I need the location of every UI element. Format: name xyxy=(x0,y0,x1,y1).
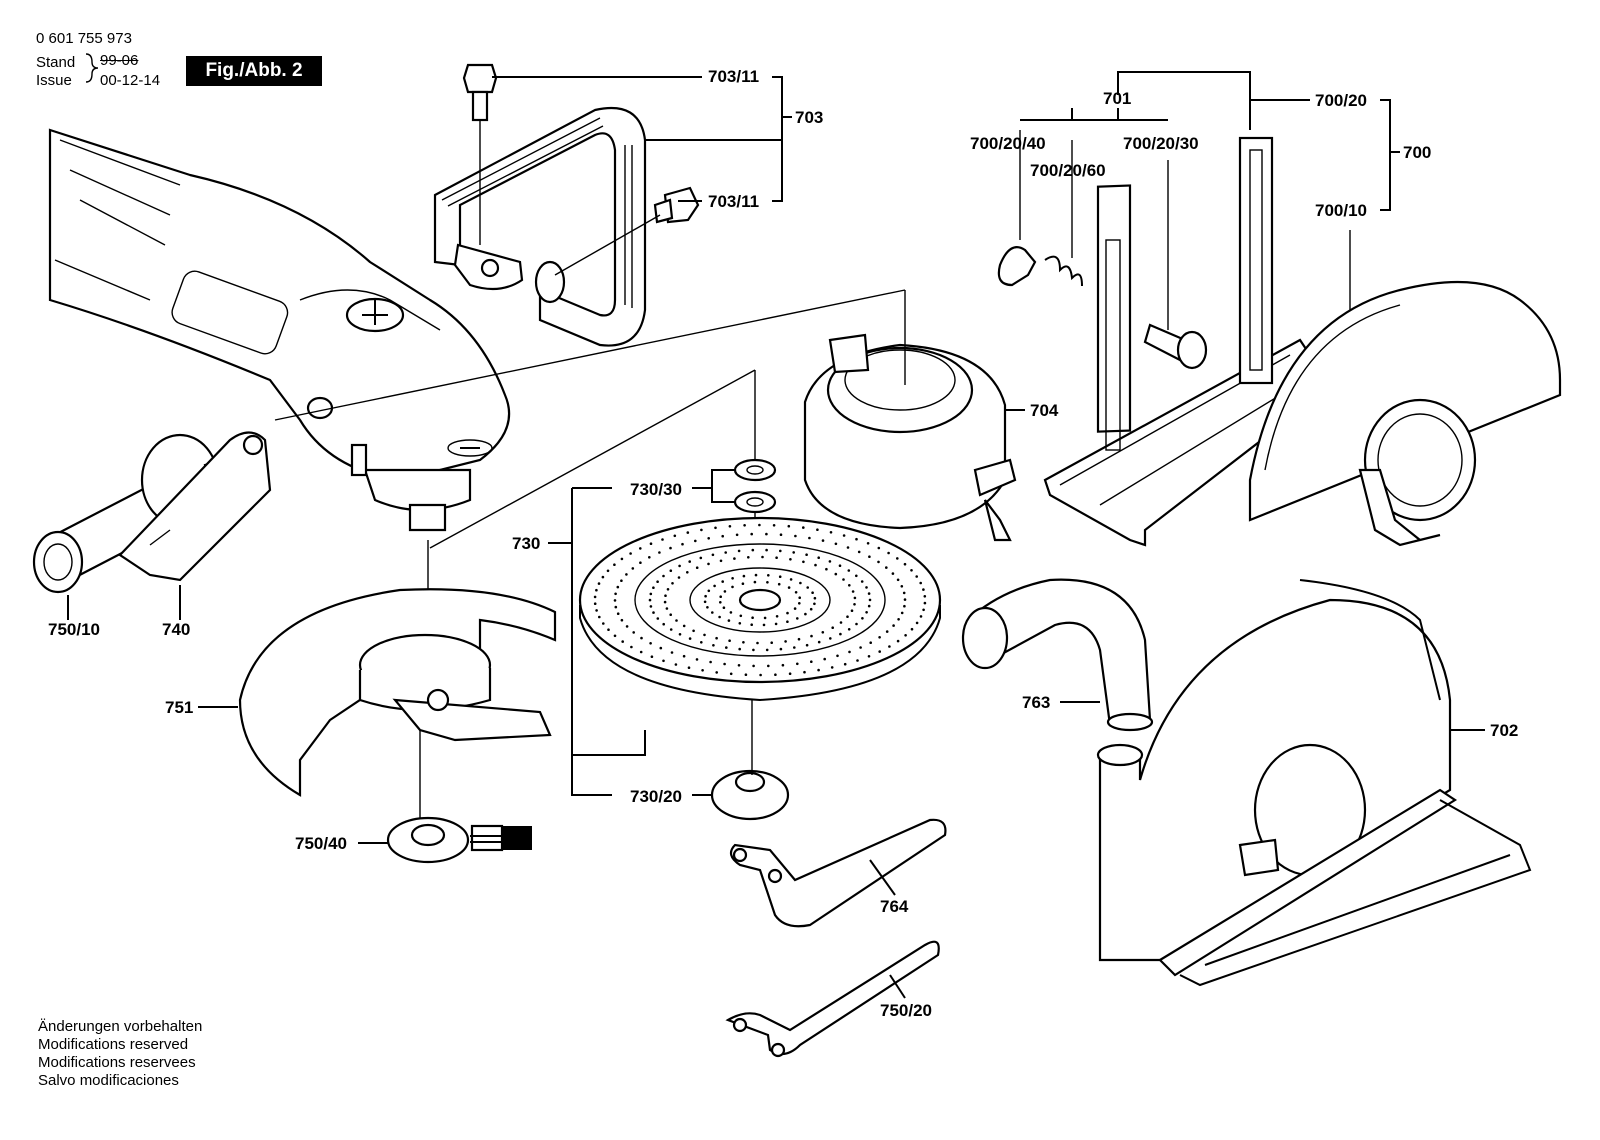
issue-label: Issue xyxy=(36,72,72,89)
callout-704: 704 xyxy=(1030,401,1059,420)
flange-730-20 xyxy=(710,700,790,821)
cutting-guard-700-10 xyxy=(1248,230,1562,547)
extraction-elbow-763 xyxy=(961,578,1154,732)
spring-700-20-60 xyxy=(1044,140,1083,287)
reference-line-upper xyxy=(274,289,906,421)
callout-751: 751 xyxy=(165,698,193,717)
callout-703-11-top: 703/11 xyxy=(708,67,759,86)
leader-lines xyxy=(67,71,1485,999)
issue-value: 00-12-14 xyxy=(100,72,161,89)
figure-label: Fig./Abb. 2 xyxy=(186,56,322,86)
callout-764: 764 xyxy=(880,897,909,916)
stand-value: 99-06 xyxy=(100,52,139,69)
angle-grinder-body xyxy=(48,128,511,532)
pin-spanner-750-20 xyxy=(725,940,940,1058)
callout-740: 740 xyxy=(162,620,190,639)
clamping-nut-symbol xyxy=(470,824,532,852)
diamond-cup-disc xyxy=(578,516,942,702)
note-fr: Modifications reservees xyxy=(38,1054,196,1071)
callout-703: 703 xyxy=(795,108,823,127)
extraction-hood xyxy=(803,290,1017,542)
handle-bracket-740 xyxy=(118,431,272,582)
note-en: Modifications reserved xyxy=(38,1036,189,1053)
header-brace xyxy=(85,53,99,83)
callout-763: 763 xyxy=(1022,693,1050,712)
callout-700-20-60: 700/20/60 xyxy=(1030,161,1106,180)
callout-700-10: 700/10 xyxy=(1315,201,1367,220)
washers-730-30 xyxy=(733,370,777,600)
stand-label: Stand xyxy=(36,54,76,71)
bolt-703-11-bottom xyxy=(554,186,700,276)
modification-notes: Änderungen vorbehalten Modifications res… xyxy=(38,1018,202,1090)
clamping-nut xyxy=(386,816,470,864)
callout-labels: 703/11 703 703/11 701 700/20 700 700/20/… xyxy=(48,67,1518,1020)
callout-702: 702 xyxy=(1490,721,1518,740)
wing-bolt-700-20-40 xyxy=(997,130,1037,287)
callout-700: 700 xyxy=(1403,143,1431,162)
wrench-764 xyxy=(729,818,947,928)
protection-guard xyxy=(238,588,557,797)
callout-730-20: 730/20 xyxy=(630,787,682,806)
bow-handle xyxy=(433,106,647,347)
callout-700-20-30: 700/20/30 xyxy=(1123,134,1199,153)
bolt-703-11-top xyxy=(462,63,498,245)
reference-line-lower xyxy=(429,369,756,549)
callout-730-30: 730/30 xyxy=(630,480,682,499)
callout-730: 730 xyxy=(512,534,540,553)
disc-dot-pattern xyxy=(593,523,927,677)
callout-701: 701 xyxy=(1103,89,1131,108)
callout-750-20: 750/20 xyxy=(880,1001,932,1020)
guide-sledge xyxy=(1043,136,1322,547)
cutting-guard-carriage-702 xyxy=(1096,579,1532,987)
screw-700-20-30 xyxy=(1143,160,1208,370)
callout-750-10: 750/10 xyxy=(48,620,100,639)
note-de: Änderungen vorbehalten xyxy=(38,1018,203,1035)
callout-700-20: 700/20 xyxy=(1315,91,1367,110)
callout-700-20-40: 700/20/40 xyxy=(970,134,1046,153)
callout-703-11-bottom: 703/11 xyxy=(708,192,759,211)
part-number: 0 601 755 973 xyxy=(36,30,132,47)
note-es: Salvo modificaciones xyxy=(38,1072,179,1089)
callout-750-40: 750/40 xyxy=(295,834,347,853)
